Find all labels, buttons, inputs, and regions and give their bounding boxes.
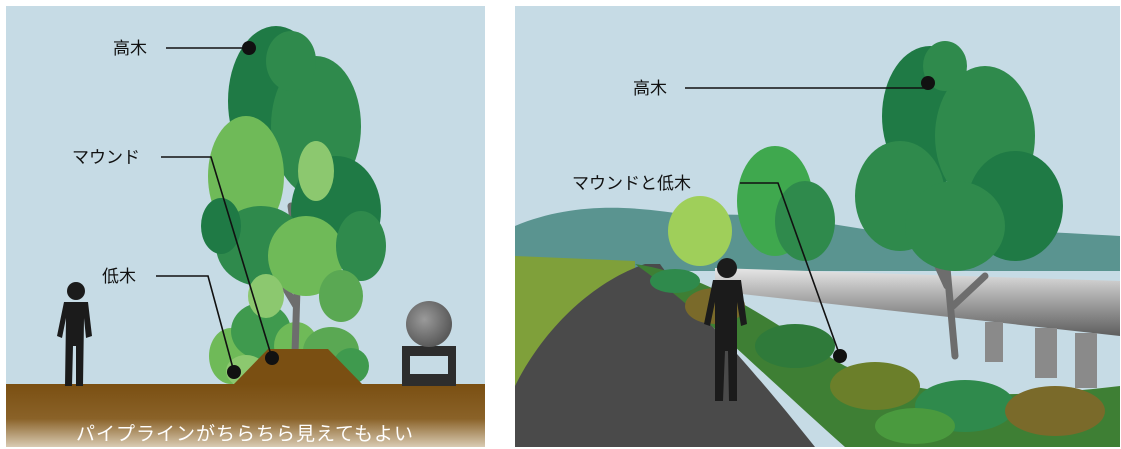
marker-tall-tree: [921, 76, 935, 90]
person-silhouette: [57, 282, 92, 386]
tall-tree: [201, 26, 386, 390]
pipeline-cross-section: [402, 301, 456, 386]
pipeline: [715, 268, 1120, 388]
marker-shrub: [227, 365, 241, 379]
tall-tree: [855, 41, 1063, 360]
marker-tall-tree: [242, 41, 256, 55]
road: [515, 264, 815, 447]
perspective-illustration: 高木 マウンドと低木: [515, 6, 1120, 447]
perspective-svg: 高木 マウンドと低木: [515, 6, 1120, 447]
leader-mound: [161, 156, 273, 359]
person-silhouette: [704, 258, 747, 401]
label-tall-tree: 高木: [113, 39, 147, 59]
label-tall-tree: 高木: [633, 79, 667, 99]
cross-section-illustration: 高木 マウンド 低木 パイプラインがちらちら見えてもよい: [6, 6, 485, 447]
label-mound: マウンド: [72, 148, 140, 168]
marker-mound-shrub: [833, 349, 847, 363]
ground: [6, 384, 485, 447]
leader-mound-shrub: [740, 182, 841, 357]
caption: パイプラインがちらちら見えてもよい: [76, 423, 414, 445]
cross-section-svg: 高木 マウンド 低木 パイプラインがちらちら見えてもよい: [6, 6, 485, 447]
leader-shrub: [156, 275, 235, 373]
label-mound-shrub: マウンドと低木: [572, 174, 691, 194]
marker-mound: [265, 351, 279, 365]
label-shrub: 低木: [102, 267, 136, 287]
